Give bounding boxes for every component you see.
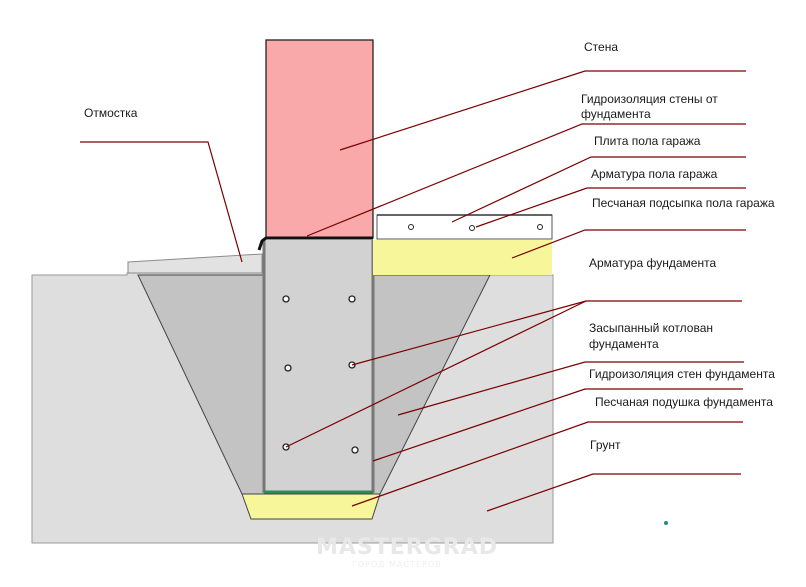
rebar-dot (351, 446, 359, 454)
leader-wall (339, 70, 746, 151)
leader-soil (486, 473, 741, 512)
rebar-dot (282, 295, 290, 303)
garage-slab (376, 214, 553, 240)
marker-dot (664, 521, 668, 525)
wall (265, 39, 374, 239)
label-wall: Стена (584, 40, 618, 54)
label-sand-cushion: Песчаная подушка фундамента (595, 395, 773, 409)
label-wall-waterproofing-1: Гидроизоляция стены от (581, 92, 718, 106)
leader-foundation-rebar-2 (285, 300, 587, 448)
leader-foundation-rebar-1 (351, 300, 587, 366)
rebar-dot (469, 225, 475, 231)
label-backfill-1: Засыпанный котлован (589, 321, 713, 335)
sand-cushion (241, 493, 381, 520)
label-garage-slab: Плита пола гаража (594, 134, 701, 148)
rebar-dot (537, 224, 543, 230)
leader-blind-area (80, 141, 243, 263)
leader-foundation-waterproofing (372, 388, 743, 462)
label-slab-rebar: Арматура пола гаража (591, 167, 718, 181)
slab-rebar (408, 224, 543, 231)
rebar-dot (284, 364, 292, 372)
blind-area (127, 253, 263, 274)
garage-sand-bed (373, 240, 552, 275)
label-foundation-rebar: Арматура фундамента (589, 256, 716, 270)
foundation-wall (264, 240, 373, 493)
leader-slab-rebar (475, 187, 746, 228)
label-slab-sand: Песчаная подсыпка пола гаража (592, 196, 775, 210)
rebar-dot (348, 295, 356, 303)
rebar-dot (408, 224, 414, 230)
label-backfill-2: фундамента (589, 337, 659, 351)
leader-wall-waterproofing (306, 123, 746, 237)
watermark-tagline: ГОРОД МАСТЕРОВ (352, 560, 442, 569)
wall-waterproofing (257, 236, 373, 251)
leader-backfill (397, 361, 744, 416)
watermark-brand: MASTERGRAD (316, 535, 498, 560)
label-soil: Грунт (590, 438, 621, 452)
leader-slab-sand (511, 229, 746, 259)
leader-lines (80, 70, 746, 512)
label-foundation-waterproofing: Гидроизоляция стен фундамента (589, 367, 775, 381)
leader-sand-cushion (351, 421, 743, 507)
label-wall-waterproofing-2: фундамента (581, 107, 651, 121)
leader-garage-slab (451, 156, 746, 223)
label-blind-area: Отмостка (84, 106, 138, 120)
